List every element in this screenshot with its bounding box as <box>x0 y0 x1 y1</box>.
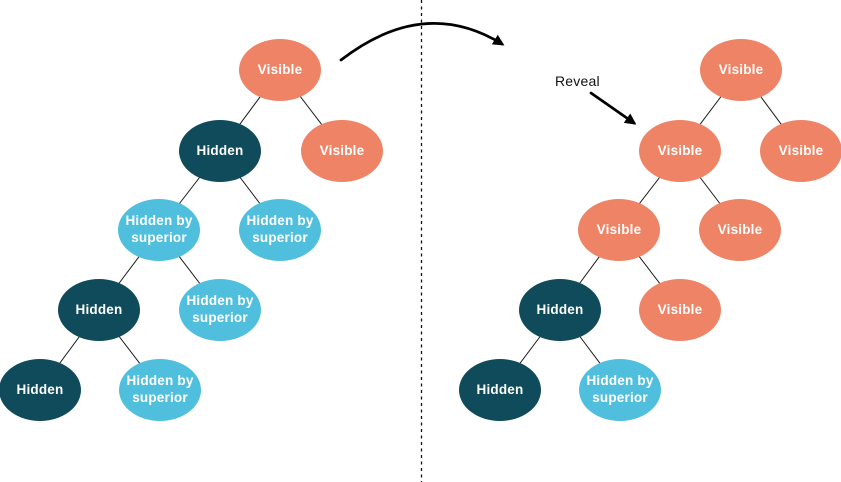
node-label: Hidden <box>476 381 524 397</box>
tree-node-visible: Visible <box>639 279 721 341</box>
node-label: Hidden <box>536 301 584 317</box>
tree-node-visible: Visible <box>760 120 841 182</box>
node-label: Hidden by superior <box>125 213 193 245</box>
node-label: Hidden <box>75 301 123 317</box>
node-label: Hidden <box>16 381 64 397</box>
node-label: Visible <box>718 61 764 77</box>
node-label: Hidden by superior <box>246 213 314 245</box>
tree-node-hidden-by-superior: Hidden by superior <box>119 359 201 421</box>
reveal-arrow <box>589 91 637 125</box>
tree-node-hidden-by-superior: Hidden by superior <box>239 199 321 261</box>
tree-node-hidden-by-superior: Hidden by superior <box>579 359 661 421</box>
node-label: Hidden by superior <box>126 373 194 405</box>
node-label: Visible <box>257 61 303 77</box>
tree-node-visible: Visible <box>301 120 383 182</box>
tree-node-hidden-by-superior: Hidden by superior <box>179 279 261 341</box>
node-label: Visible <box>319 142 365 158</box>
node-label: Visible <box>717 221 763 237</box>
tree-node-hidden: Hidden <box>58 279 140 341</box>
tree-node-hidden-by-superior: Hidden by superior <box>118 199 200 261</box>
tree-node-visible: Visible <box>578 199 660 261</box>
tree-node-hidden: Hidden <box>519 279 601 341</box>
node-label: Visible <box>596 221 642 237</box>
node-label: Hidden by superior <box>186 293 254 325</box>
reveal-label: Reveal <box>555 73 600 89</box>
tree-node-visible: Visible <box>700 39 782 101</box>
transform-arrow <box>339 22 505 62</box>
node-label: Visible <box>778 142 824 158</box>
tree-node-hidden: Hidden <box>0 359 81 421</box>
node-label: Hidden <box>196 142 244 158</box>
node-label: Visible <box>657 142 703 158</box>
tree-node-hidden: Hidden <box>179 120 261 182</box>
tree-node-hidden: Hidden <box>459 359 541 421</box>
node-label: Hidden by superior <box>586 373 654 405</box>
tree-node-visible: Visible <box>239 39 321 101</box>
tree-node-visible: Visible <box>639 120 721 182</box>
node-label: Visible <box>657 301 703 317</box>
tree-node-visible: Visible <box>699 199 781 261</box>
